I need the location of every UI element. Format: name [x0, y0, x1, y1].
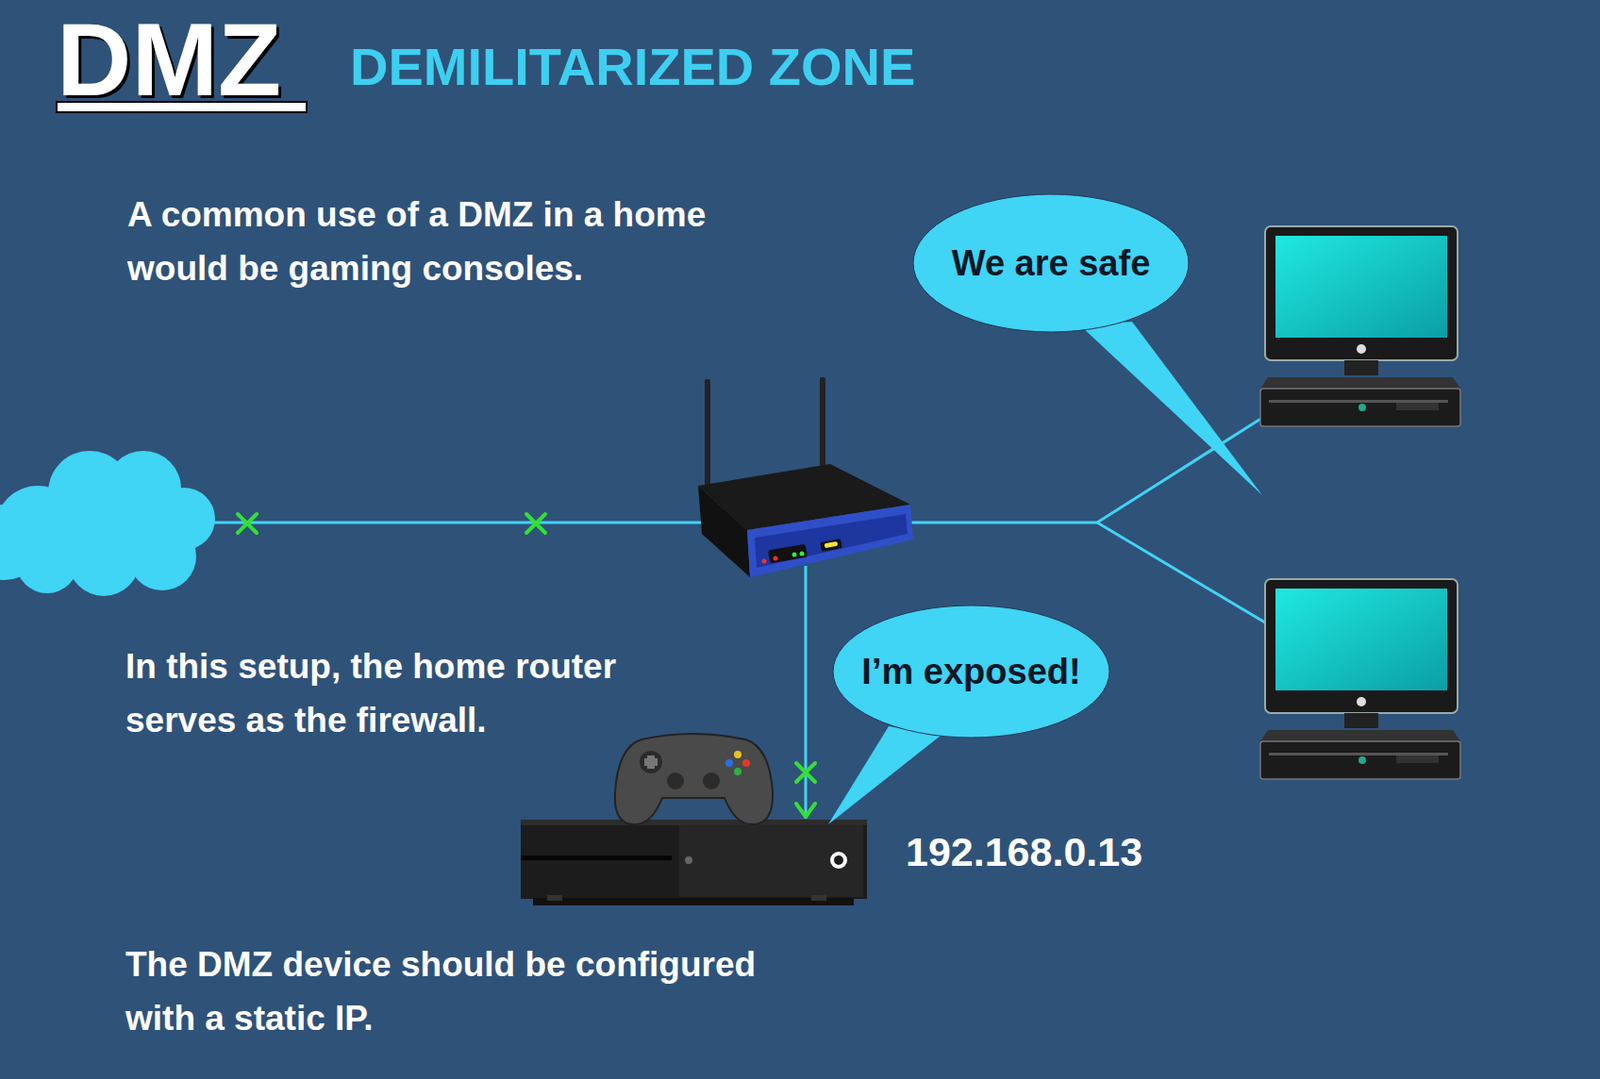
computer-icon	[1260, 579, 1461, 780]
computer-icon	[1260, 226, 1461, 427]
game-console-icon	[520, 819, 867, 906]
controller-icon	[615, 733, 773, 825]
internet-cloud	[0, 450, 216, 597]
note-text: A common use of a DMZ in a home would be…	[127, 187, 769, 296]
bubble-tail	[828, 726, 941, 825]
bubble-text: We are safe	[951, 243, 1151, 284]
bubble-tail	[1081, 321, 1263, 496]
bubble-body	[913, 194, 1189, 333]
note-text: In this setup, the home router serves as…	[125, 639, 673, 748]
subtitle: DEMILITARIZED ZONE	[350, 40, 916, 94]
speech-bubble: I’m exposed!	[833, 605, 1110, 738]
router-icon	[698, 377, 914, 578]
ip-address: 192.168.0.13	[905, 828, 1143, 878]
bubble-text: I’m exposed!	[861, 651, 1081, 693]
note-text: The DMZ device should be configured with…	[125, 937, 786, 1046]
bubble-body	[833, 605, 1110, 738]
speech-bubble: We are safe	[913, 194, 1189, 333]
title: DMZ	[56, 7, 282, 112]
